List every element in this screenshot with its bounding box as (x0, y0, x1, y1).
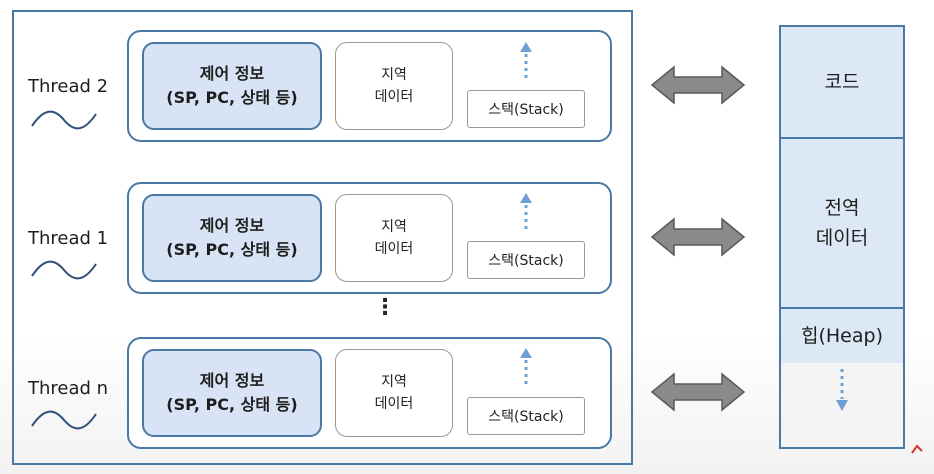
heap-growth-arrow-icon (836, 369, 848, 411)
corner-mark-icon (911, 444, 923, 454)
local-data-box: 지역 데이터 (335, 42, 453, 130)
heap-segment-label: 힙(Heap) (801, 325, 883, 347)
code-segment-label: 코드 (824, 71, 860, 93)
stack-box: 스택(Stack) (467, 397, 585, 435)
thread-label: Thread n (28, 378, 109, 399)
thread-wave-icon (31, 110, 97, 130)
control-info-detail: (SP, PC, 상태 등) (166, 88, 298, 107)
process-box (12, 10, 633, 465)
global-data-segment: 전역 데이터 (781, 139, 903, 309)
control-info-box: 제어 정보 (SP, PC, 상태 등) (142, 349, 322, 437)
code-segment: 코드 (781, 27, 903, 139)
local-data-box: 지역 데이터 (335, 194, 453, 282)
control-info-title: 제어 정보 (199, 64, 265, 83)
local-data-box: 지역 데이터 (335, 349, 453, 437)
double-arrow-icon (650, 217, 746, 257)
local-data-line2: 데이터 (374, 241, 414, 257)
shared-memory-column: 코드 전역 데이터 힙(Heap) (779, 25, 905, 449)
control-info-title: 제어 정보 (199, 216, 265, 235)
stack-growth-arrow-icon (520, 348, 532, 386)
control-info-detail: (SP, PC, 상태 등) (166, 240, 298, 259)
stack-growth-arrow-icon (520, 193, 532, 231)
control-info-detail: (SP, PC, 상태 등) (166, 395, 298, 414)
stack-box: 스택(Stack) (467, 90, 585, 128)
local-data-line2: 데이터 (374, 89, 414, 105)
global-data-line1: 전역 (824, 197, 860, 219)
thread-wave-icon (31, 260, 97, 280)
control-info-box: 제어 정보 (SP, PC, 상태 등) (142, 42, 322, 130)
global-data-line2: 데이터 (815, 227, 869, 249)
local-data-line1: 지역 (381, 374, 407, 390)
control-info-title: 제어 정보 (199, 371, 265, 390)
stack-box: 스택(Stack) (467, 241, 585, 279)
thread-label: Thread 1 (28, 228, 109, 249)
ellipsis: ⋮ (374, 295, 396, 320)
double-arrow-icon (650, 372, 746, 412)
thread-label: Thread 2 (28, 76, 109, 97)
local-data-line2: 데이터 (374, 396, 414, 412)
thread-wave-icon (31, 410, 97, 430)
local-data-line1: 지역 (381, 219, 407, 235)
double-arrow-icon (650, 65, 746, 105)
heap-segment: 힙(Heap) (781, 309, 903, 363)
control-info-box: 제어 정보 (SP, PC, 상태 등) (142, 194, 322, 282)
heap-growth-area (781, 363, 903, 447)
local-data-line1: 지역 (381, 67, 407, 83)
stack-growth-arrow-icon (520, 42, 532, 80)
